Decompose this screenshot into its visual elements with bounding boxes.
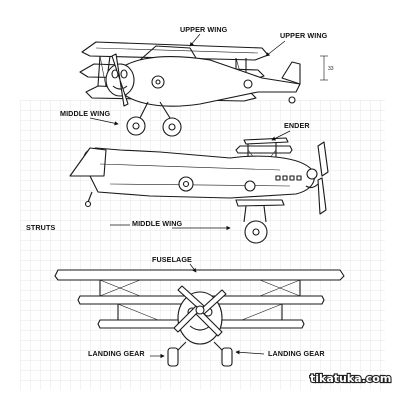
label-upper-wing-left: UPPER WING xyxy=(180,25,228,34)
dimension-label: 33 xyxy=(328,66,334,72)
watermark: tikatuka.com xyxy=(310,372,391,385)
side-triplane-drawing xyxy=(69,137,329,244)
front-triplane-drawing xyxy=(54,269,345,367)
grid-background xyxy=(20,100,385,390)
label-upper-wing-right: UPPER WING xyxy=(280,31,328,40)
label-fuselage: FUSELAGE xyxy=(152,255,192,264)
label-middle-wing-center: MIDDLE WING xyxy=(132,219,183,228)
label-landing-gear-left: LANDING GEAR xyxy=(88,349,145,358)
label-middle-wing-left: MIDDLE WING xyxy=(60,109,111,118)
label-struts: STRUTS xyxy=(26,223,55,232)
top-triplane-drawing xyxy=(79,41,301,137)
label-ender: ENDER xyxy=(284,121,310,130)
label-landing-gear-right: LANDING GEAR xyxy=(268,349,325,358)
